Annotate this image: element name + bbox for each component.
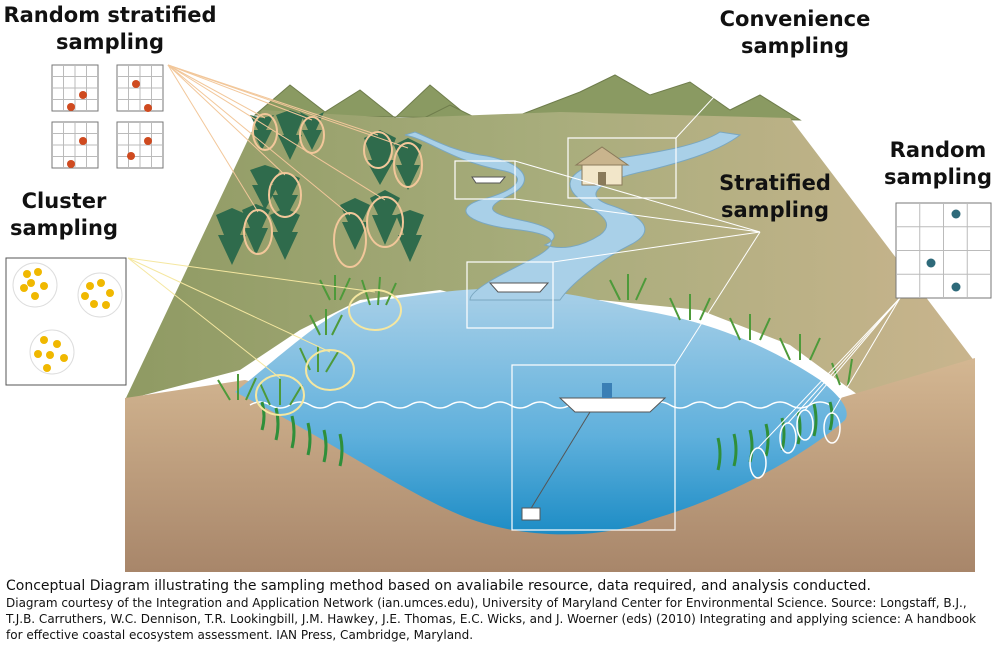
cluster-panel (5, 257, 127, 386)
label-stratified-sampling: Stratified sampling (710, 170, 840, 224)
strat-grid-1 (51, 64, 99, 112)
river (404, 131, 742, 301)
label-random-stratified-sampling: Random stratified sampling (0, 2, 220, 56)
boat-small (471, 176, 507, 184)
lake-water (235, 288, 847, 535)
random-stratified-grids (51, 64, 164, 169)
label-line: sampling (741, 34, 849, 58)
label-line: sampling (56, 30, 164, 54)
label-line: Convenience (719, 7, 871, 31)
label-cluster-sampling: Cluster sampling (0, 188, 128, 242)
label-line: Stratified (719, 171, 831, 195)
label-line: sampling (721, 198, 829, 222)
label-convenience-sampling: Convenience sampling (700, 6, 890, 60)
caption-main: Conceptual Diagram illustrating the samp… (6, 578, 871, 594)
label-random-sampling: Random sampling (878, 137, 998, 191)
label-line: Random stratified (3, 3, 217, 27)
guide-lines-cluster (127, 257, 376, 379)
guide-lines-stratified (514, 160, 761, 366)
label-line: Random (889, 138, 987, 162)
label-line: sampling (884, 165, 992, 189)
forest (216, 110, 424, 265)
boat-large (521, 383, 667, 521)
strat-grid-3 (51, 121, 99, 169)
house (574, 146, 630, 186)
seagrass-beds (260, 401, 834, 471)
label-line: Cluster (21, 189, 107, 213)
sampling-diagram (5, 57, 992, 572)
random-grid (895, 202, 992, 299)
guide-lines-convenience (675, 57, 751, 139)
strat-grid-4 (116, 121, 164, 169)
caption-credit: Diagram courtesy of the Integration and … (6, 596, 977, 642)
sampling-frames (454, 137, 677, 531)
cluster-ellipses (255, 289, 402, 416)
sample-ellipses (243, 113, 423, 268)
label-line: sampling (10, 216, 118, 240)
boat-medium (488, 282, 550, 293)
water-surface (249, 401, 831, 409)
strat-grid-2 (116, 64, 164, 112)
guide-lines-random-stratified (167, 64, 409, 216)
guide-lines-random (757, 297, 901, 449)
